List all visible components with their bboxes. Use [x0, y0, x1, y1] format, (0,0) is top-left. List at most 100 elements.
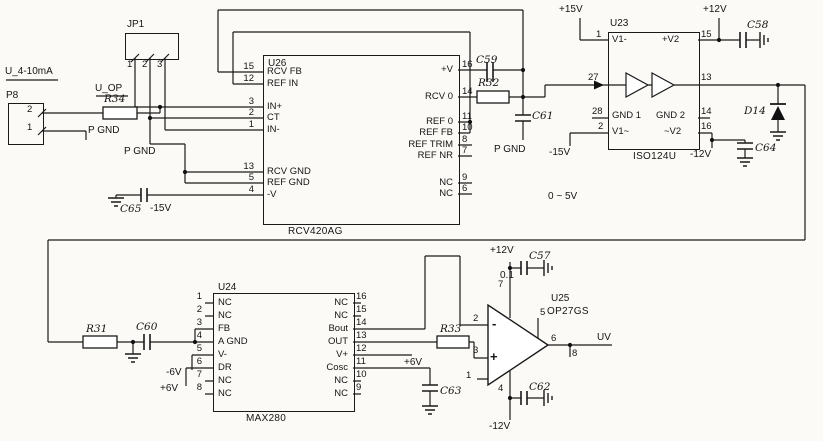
pin-number: 3: [157, 59, 163, 70]
part-rcv420ag: RCV420AG: [288, 226, 343, 237]
ref-c59: C59: [476, 54, 498, 66]
net-label-pgnd-ct: P GND: [124, 146, 156, 157]
pin-number: 2: [248, 107, 254, 118]
pin-number: 5: [196, 343, 202, 354]
pin-name: NC: [334, 375, 348, 386]
pin-name: +V2: [662, 34, 680, 45]
net-label-pgnd-p8: P GND: [88, 125, 120, 136]
net-label-pgnd-c61: P GND: [494, 144, 526, 155]
net-label-u-4-10ma: U_4-10mA: [5, 66, 53, 77]
pin-number: 16: [701, 121, 712, 132]
pin-number: 15: [356, 304, 367, 315]
pin-name: NC: [218, 310, 232, 321]
capacitor-plates: [140, 32, 753, 405]
signal-arrow-icon: [594, 80, 604, 90]
ref-c65: C65: [120, 203, 142, 215]
pin-name: Cosc: [326, 362, 348, 373]
pin-number: 1: [248, 119, 254, 130]
pin-number: 14: [356, 317, 367, 328]
ref-u24: U24: [218, 282, 237, 293]
pin-name: NC: [439, 188, 453, 199]
ref-u26: U26: [268, 58, 287, 69]
resistor-r31-body: [82, 335, 118, 349]
pin-number: 2: [196, 304, 202, 315]
net-label-plus15v: +15V: [559, 4, 583, 15]
net-label-minus6v: -6V: [166, 367, 182, 378]
pin-name: RCV GND: [267, 166, 311, 177]
pin-number: 13: [701, 72, 712, 83]
ref-c62: C62: [529, 381, 551, 393]
pin-name: V+: [336, 349, 348, 360]
pin-number: 6: [462, 183, 468, 194]
ref-d14: D14: [744, 105, 766, 117]
pin-number: 6: [196, 356, 202, 367]
pin-number: 7: [462, 145, 468, 156]
net-label-plus12v-top: +12V: [703, 4, 727, 15]
pin-number: 13: [243, 161, 254, 172]
c57-value-label: 0.1: [500, 270, 514, 281]
pin-number: 1: [127, 59, 133, 70]
net-label-minus15v-u23: -15V: [549, 147, 571, 158]
pin-name: Bout: [328, 323, 348, 334]
ref-u23: U23: [610, 18, 629, 29]
pin-number: 12: [356, 343, 367, 354]
pin-name: IN-: [267, 124, 280, 135]
ref-c63: C63: [440, 385, 462, 397]
net-label-plus6v-pin12: +6V: [404, 357, 423, 368]
pin-name: GND 1: [612, 110, 642, 121]
pin-name: RCV 0: [425, 91, 453, 102]
pin-name: DR: [218, 362, 232, 373]
ref-p8: P8: [6, 90, 19, 101]
pin-name: NC: [439, 177, 453, 188]
pin-name: V1~: [612, 126, 630, 137]
diode-d14-icon: [770, 103, 786, 120]
pin-name: FB: [218, 323, 231, 334]
pin-number: 27: [588, 72, 599, 83]
net-label-range-0-5v: 0 ~ 5V: [548, 191, 578, 202]
connector-jp1-body: [125, 33, 179, 60]
pin-number: 9: [462, 172, 468, 183]
pin-name: GND 2: [656, 110, 686, 121]
pin-number: 2: [598, 121, 604, 132]
ref-r34: R34: [104, 93, 126, 105]
pin-number: 14: [462, 86, 473, 97]
pin-number: 9: [356, 382, 362, 393]
pin-number: 3: [196, 317, 202, 328]
resistor-bodies: [82, 90, 510, 349]
pin-name: RCV FB: [267, 66, 302, 77]
pin-number: 6: [551, 333, 557, 344]
pin-number: 1: [27, 122, 33, 133]
isolation-buffer-icons: [625, 71, 676, 99]
net-label-uv-output: UV: [597, 332, 611, 343]
pin-name: A GND: [218, 336, 248, 347]
ground-icon: [108, 32, 786, 415]
pin-number: 28: [592, 106, 603, 117]
resistor-r34-body: [102, 106, 138, 120]
junction-dots: [130, 37, 781, 401]
resistor-r32-body: [476, 90, 510, 104]
pin-number: 16: [356, 291, 367, 302]
connector-p8-body: [8, 103, 44, 145]
pin-number: 15: [701, 29, 712, 40]
pin-number: 8: [196, 382, 202, 393]
ref-r32: R32: [478, 77, 500, 89]
pin-name: NC: [334, 388, 348, 399]
pin-name: REF IN: [267, 78, 299, 89]
pin-name: REF NR: [417, 150, 453, 161]
ref-c57: C57: [529, 250, 551, 262]
opamp-noninverting-sign: +: [490, 349, 498, 364]
net-label-minus12v-c64: -12V: [690, 149, 712, 160]
pin-number: 2: [473, 313, 479, 324]
pin-number: 1: [196, 291, 202, 302]
ref-c58: C58: [747, 19, 769, 31]
part-max280: MAX280: [246, 413, 287, 424]
net-label-minus15v-c65: -15V: [150, 203, 172, 214]
pin-name: NC: [218, 297, 232, 308]
pin-number: 4: [196, 330, 202, 341]
pin-number: 8: [572, 348, 578, 359]
pin-name: REF FB: [419, 127, 453, 138]
pin-number: 3: [473, 345, 479, 356]
pin-number: 10: [462, 122, 473, 133]
